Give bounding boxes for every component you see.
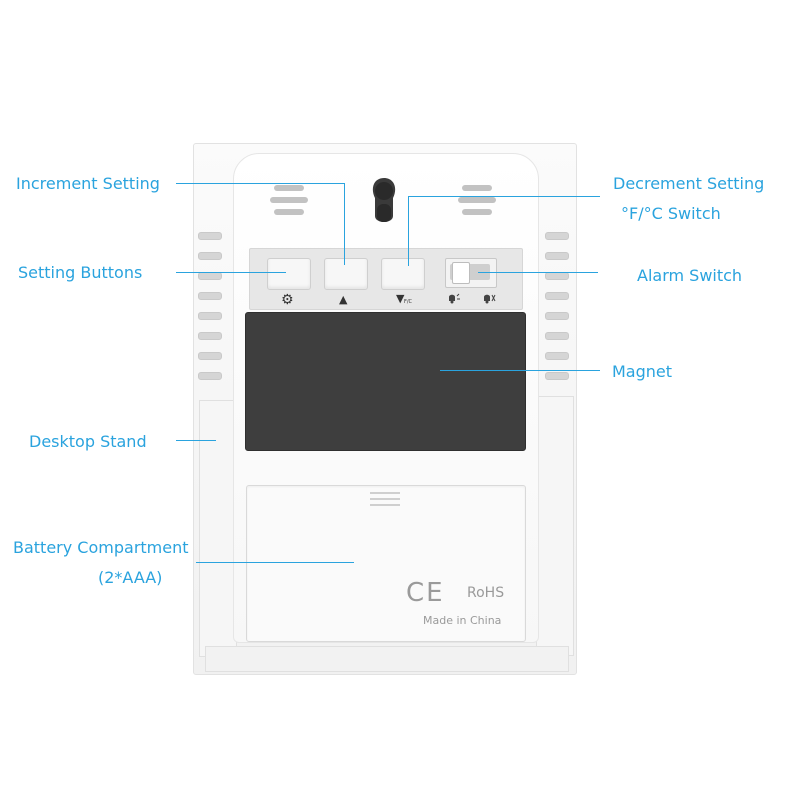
down-arrow-unit-label: F/C	[404, 299, 413, 305]
rohs-mark: RoHS	[467, 585, 505, 601]
desktop-stand-label: Desktop Stand	[29, 432, 147, 451]
desktop-stand-bottom	[205, 646, 569, 672]
decrement-leader-line	[408, 196, 600, 197]
gear-icon: ⚙	[281, 292, 294, 308]
ce-mark: CE	[406, 578, 445, 608]
increment-leader-drop	[344, 183, 345, 265]
increment-button[interactable]	[324, 258, 368, 290]
wall-hanger-keyhole-icon	[372, 178, 396, 222]
magnet-leader-line	[440, 370, 600, 371]
alarm-switch-knob[interactable]	[452, 262, 470, 284]
magnet-label: Magnet	[612, 362, 673, 381]
down-arrow-icon: ▼	[396, 292, 405, 305]
battery-leader-line	[196, 562, 354, 563]
desktop-stand-right	[536, 396, 574, 656]
setting-button[interactable]	[267, 258, 311, 290]
alarm-switch-label: Alarm Switch	[637, 266, 743, 285]
decrement-unit-button[interactable]	[381, 258, 425, 290]
magnet-plate	[245, 312, 526, 451]
decrement-leader-drop	[408, 196, 409, 266]
alarm-off-icon	[484, 294, 496, 304]
setting-buttons-leader-line	[176, 272, 286, 273]
increment-leader-line	[176, 183, 344, 184]
desktop-stand-left	[199, 400, 237, 657]
increment-setting-label: Increment Setting	[16, 174, 160, 193]
up-arrow-icon: ▲	[339, 293, 348, 306]
battery-compartment-label: Battery Compartment	[13, 538, 189, 557]
battery-compartment-cover[interactable]	[246, 485, 526, 642]
unit-switch-label: °F/°C Switch	[621, 204, 721, 223]
battery-type-label: (2*AAA)	[98, 568, 163, 587]
decrement-setting-label: Decrement Setting	[613, 174, 765, 193]
setting-buttons-label: Setting Buttons	[18, 263, 143, 282]
desktop-stand-leader-line	[176, 440, 216, 441]
alarm-on-icon	[449, 293, 460, 304]
made-in-label: Made in China	[423, 614, 502, 627]
alarm-switch-leader-line	[478, 272, 598, 273]
